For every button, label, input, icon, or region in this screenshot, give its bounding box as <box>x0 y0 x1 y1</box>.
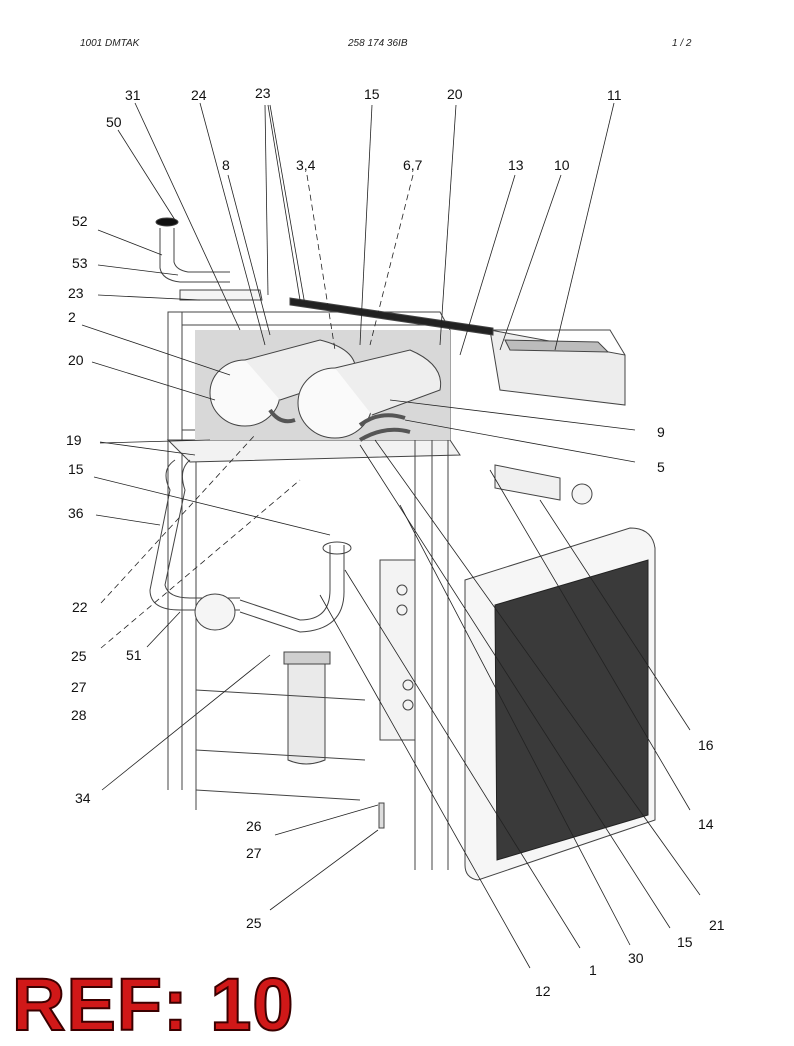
callout-8: 8 <box>222 157 230 173</box>
header-left: 1001 DMTAK <box>80 38 140 49</box>
callout-6-7: 6,7 <box>403 157 423 173</box>
callout-51: 51 <box>126 647 142 663</box>
callout-52: 52 <box>72 213 88 229</box>
callout-27-left: 27 <box>71 679 87 695</box>
callout-31: 31 <box>125 87 141 103</box>
callout-20-left: 20 <box>68 352 84 368</box>
callout-15-top: 15 <box>364 86 380 102</box>
callout-24: 24 <box>191 87 207 103</box>
callout-23-top: 23 <box>255 85 271 101</box>
header-right: 1 / 2 <box>672 38 692 49</box>
ref-label: REF: 10 <box>11 963 295 1046</box>
shelf <box>166 439 461 463</box>
callout-10: 10 <box>554 157 570 173</box>
fuel-filter <box>287 659 326 765</box>
callout-1: 1 <box>589 962 597 978</box>
callout-28: 28 <box>71 707 87 723</box>
callout-12: 12 <box>535 983 551 999</box>
callout-2: 2 <box>68 309 76 325</box>
callout-23-left: 23 <box>68 285 84 301</box>
callout-14: 14 <box>698 816 714 832</box>
callout-3-4: 3,4 <box>296 157 316 173</box>
callout-27-bottom: 27 <box>246 845 262 861</box>
callout-21: 21 <box>709 917 725 933</box>
callout-25-left: 25 <box>71 648 87 664</box>
callout-16: 16 <box>698 737 714 753</box>
callout-36: 36 <box>68 505 84 521</box>
callout-9: 9 <box>657 424 665 440</box>
pump-51 <box>194 593 236 631</box>
callout-30: 30 <box>628 950 644 966</box>
callout-50: 50 <box>106 114 122 130</box>
callout-11: 11 <box>607 87 622 103</box>
callout-22: 22 <box>72 599 88 615</box>
callout-13: 13 <box>508 157 524 173</box>
callout-53: 53 <box>72 255 88 271</box>
motor-16 <box>494 464 561 501</box>
valve-block <box>379 559 416 741</box>
cap-52 <box>155 217 179 227</box>
callout-20-top: 20 <box>447 86 463 102</box>
radiator-core <box>494 559 649 861</box>
callout-15-bottom: 15 <box>677 934 693 950</box>
callout-25-bottom: 25 <box>246 915 262 931</box>
callout-5: 5 <box>657 459 665 475</box>
top-bar <box>289 297 494 336</box>
callout-19: 19 <box>66 432 82 448</box>
callout-26: 26 <box>246 818 262 834</box>
header-center: 258 174 36IB <box>348 38 408 49</box>
callout-34: 34 <box>75 790 91 806</box>
callout-15-left: 15 <box>68 461 84 477</box>
